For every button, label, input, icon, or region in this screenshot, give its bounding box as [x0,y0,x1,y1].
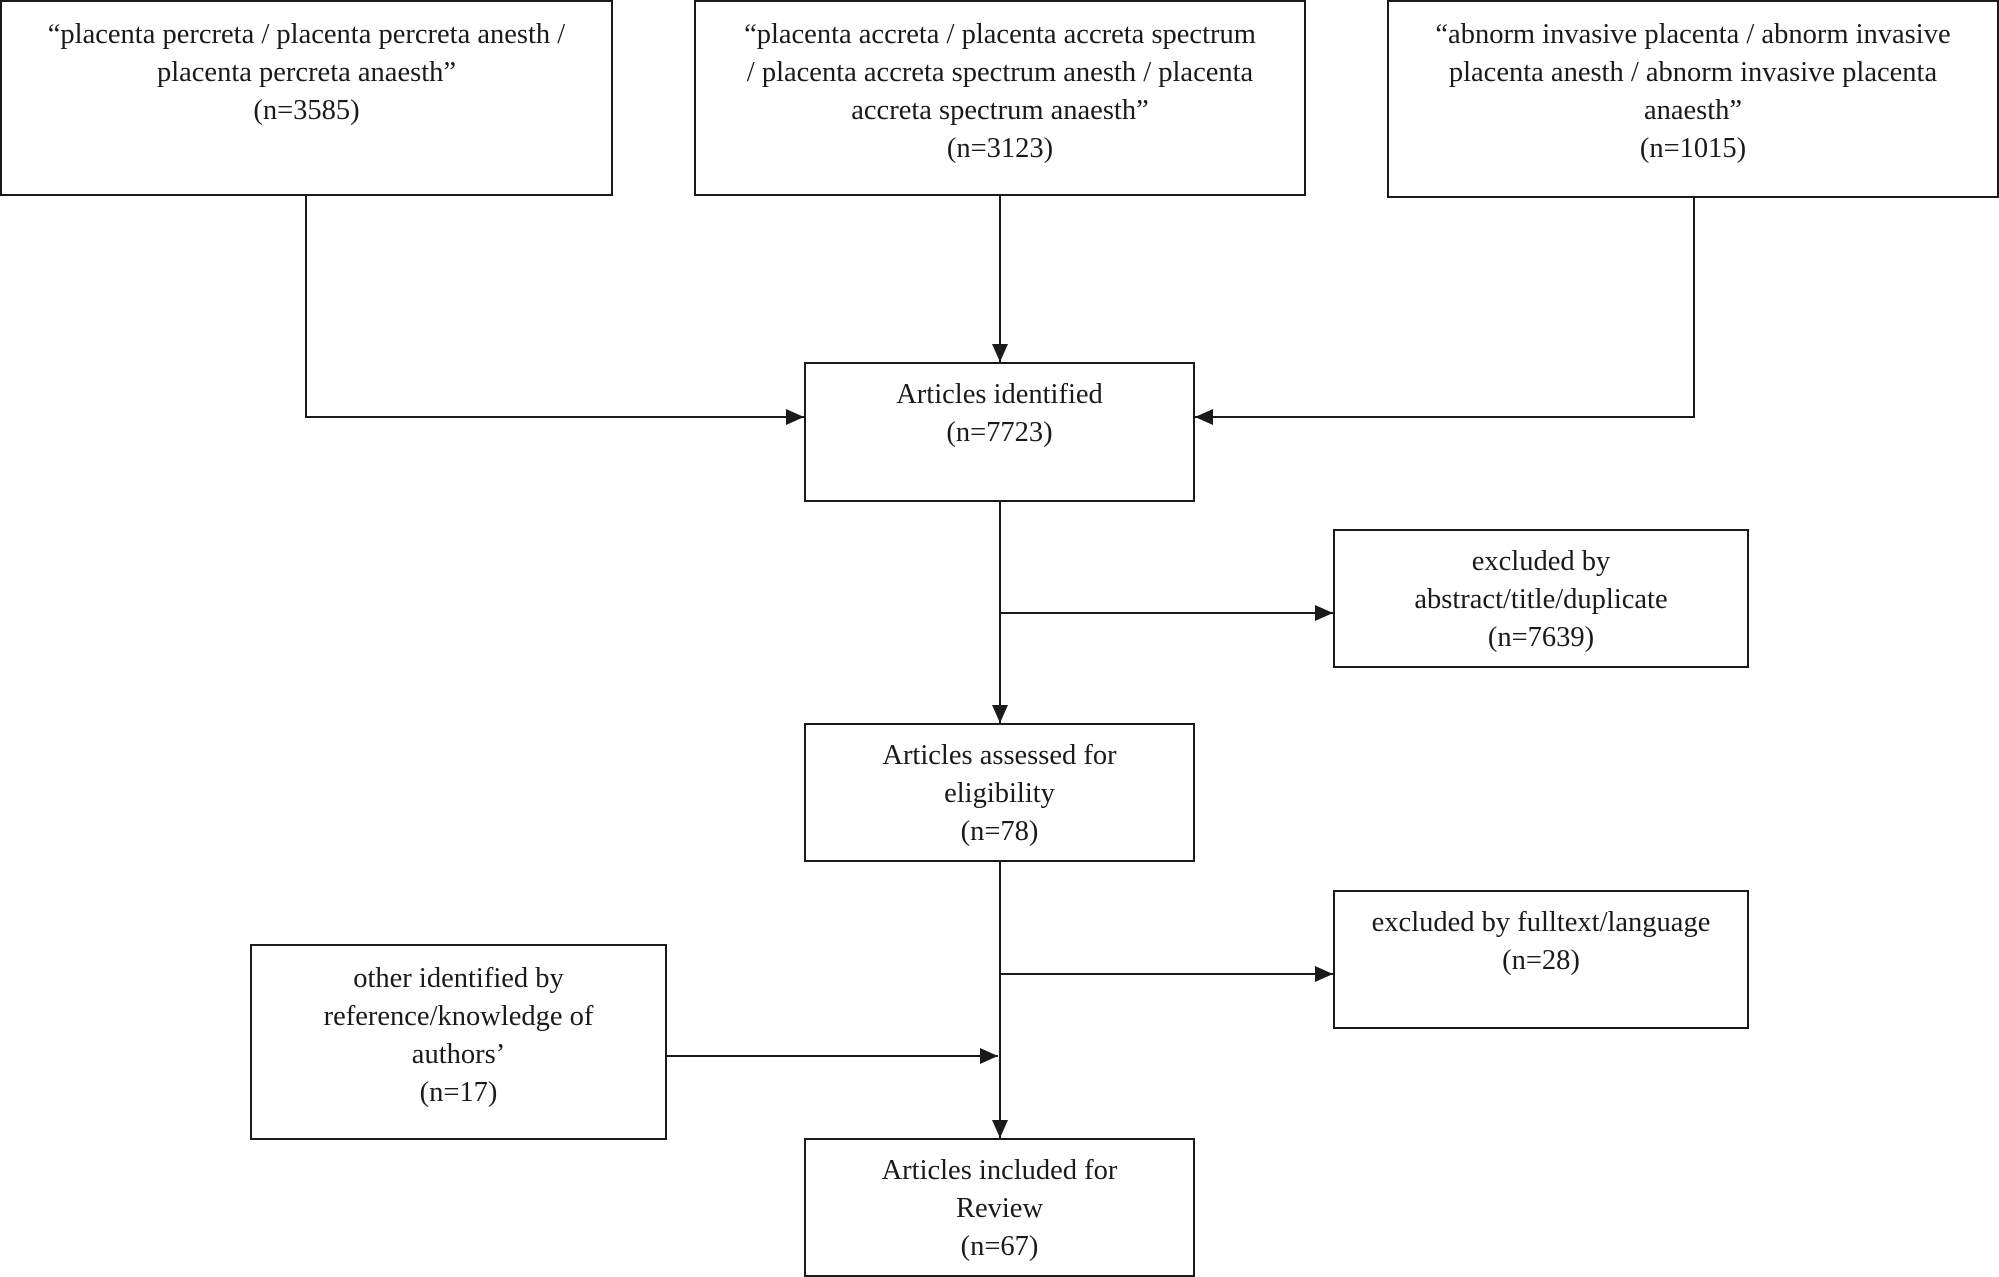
search-invasive-count: (n=1015) [1639,133,1747,164]
search-accreta-box: “placenta accreta / placenta accreta spe… [694,0,1306,196]
articles-included-count: (n=67) [960,1231,1039,1262]
search-percreta-box: “placenta percreta / placenta percreta a… [0,0,613,196]
excluded-abstract-text: excluded by abstract/title/duplicate [1414,546,1668,615]
articles-included-text: Articles included for Review [881,1155,1118,1224]
search-percreta-text: “placenta percreta / placenta percreta a… [47,19,566,88]
other-identified-text: other identified by reference/knowledge … [323,963,594,1070]
search-invasive-box: “abnorm invasive placenta / abnorm invas… [1387,0,1999,198]
other-identified-box: other identified by reference/knowledge … [250,944,667,1140]
other-identified-count: (n=17) [419,1077,498,1108]
articles-identified-text: Articles identified [896,379,1103,410]
arrow-invasive-to-identified [1195,196,1695,425]
search-accreta-text: “placenta accreta / placenta accreta spe… [744,19,1256,126]
articles-included-box: Articles included for Review (n=67) [804,1138,1195,1277]
excluded-fulltext-box: excluded by fulltext/language (n=28) [1333,890,1749,1029]
articles-identified-count: (n=7723) [946,417,1053,448]
search-accreta-count: (n=3123) [946,133,1054,164]
articles-assessed-text: Articles assessed for eligibility [882,740,1117,809]
excluded-fulltext-text: excluded by fulltext/language [1371,907,1711,938]
articles-assessed-box: Articles assessed for eligibility (n=78) [804,723,1195,862]
excluded-fulltext-count: (n=28) [1502,945,1580,976]
search-percreta-count: (n=3585) [253,95,360,126]
search-invasive-text: “abnorm invasive placenta / abnorm invas… [1435,19,1951,126]
excluded-abstract-count: (n=7639) [1487,622,1595,653]
articles-assessed-count: (n=78) [960,816,1039,847]
arrow-percreta-to-identified [305,195,804,425]
articles-identified-box: Articles identified (n=7723) [804,362,1195,502]
excluded-abstract-box: excluded by abstract/title/duplicate (n=… [1333,529,1749,668]
